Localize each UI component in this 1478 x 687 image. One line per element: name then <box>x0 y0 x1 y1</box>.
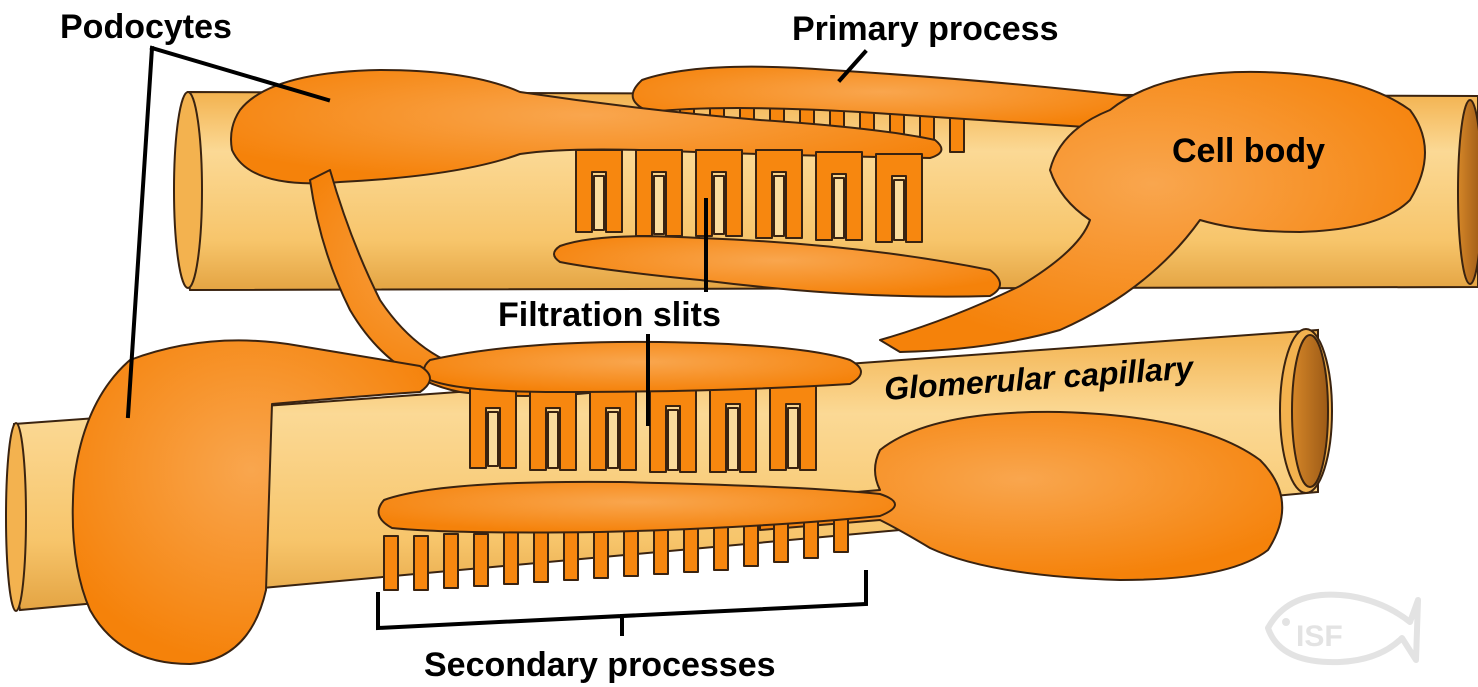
watermark-text: ISF <box>1296 620 1343 653</box>
fish-logo-icon: ISF <box>1268 595 1418 662</box>
label-primary-process: Primary process <box>792 10 1059 48</box>
lower-upper-process-arm <box>424 342 861 392</box>
label-filtration-slits: Filtration slits <box>498 296 721 334</box>
label-podocytes: Podocytes <box>60 8 232 46</box>
upper-capillary-lumen <box>1458 100 1478 284</box>
label-secondary-processes: Secondary processes <box>424 646 776 684</box>
label-cell-body: Cell body <box>1172 132 1325 170</box>
lower-capillary-lumen <box>1292 335 1328 487</box>
